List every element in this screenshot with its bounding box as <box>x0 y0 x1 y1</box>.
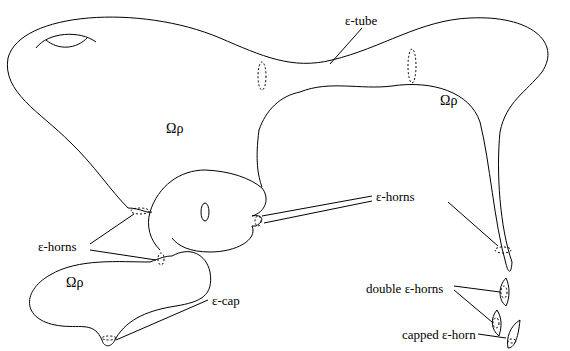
figure-label: Ωρ <box>166 122 183 136</box>
figure-label: ε-horns <box>376 190 415 203</box>
figure-label: double ε-horns <box>366 282 443 295</box>
figure-label: ε-tube <box>345 14 377 27</box>
figure-label: capped ε-horn <box>402 328 476 341</box>
figure-label: ε-cap <box>212 294 240 307</box>
figure-label: Ωρ <box>440 94 457 108</box>
figure-label: Ωρ <box>66 276 83 290</box>
figure-label: ε-horns <box>38 240 77 253</box>
